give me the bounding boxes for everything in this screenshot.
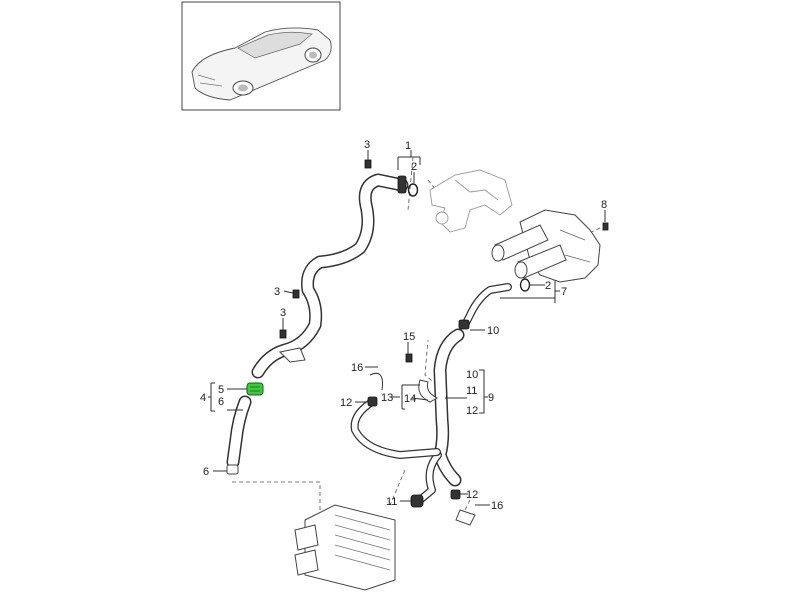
callout-16: 16 <box>351 362 363 374</box>
o-ring[interactable] <box>407 183 419 197</box>
callout-2: 2 <box>411 161 417 173</box>
callout-10: 10 <box>487 325 499 337</box>
callout-8: 8 <box>601 199 607 211</box>
callout-12b: 12 <box>466 405 478 417</box>
coolant-pipe-upper[interactable] <box>251 173 409 379</box>
thermostat-housing[interactable] <box>491 209 601 283</box>
callout-15: 15 <box>403 331 415 343</box>
callout-7: 7 <box>561 286 567 298</box>
callout-9: 9 <box>488 392 494 404</box>
callout-2b: 2 <box>545 280 551 292</box>
coolant-pipe-right[interactable] <box>350 278 531 526</box>
vehicle-thumbnail[interactable] <box>181 1 341 111</box>
coolant-hose-lower-left[interactable] <box>226 395 252 475</box>
oil-cooler[interactable] <box>294 504 396 591</box>
callout-6: 6 <box>218 396 224 408</box>
callout-lines <box>208 150 606 506</box>
callout-14: 14 <box>404 393 416 405</box>
callout-16b: 16 <box>491 500 503 512</box>
callout-labels: 3 1 2 8 2 7 3 3 10 15 16 5 4 6 12 13 14 … <box>200 139 607 512</box>
hose-clamp-highlighted[interactable] <box>246 382 264 396</box>
callout-12c: 12 <box>466 489 478 501</box>
callout-4: 4 <box>200 392 206 404</box>
callout-10b: 10 <box>466 369 478 381</box>
callout-1: 1 <box>405 140 411 152</box>
callout-5: 5 <box>218 384 224 396</box>
callout-13: 13 <box>381 392 393 404</box>
callout-3b: 3 <box>274 286 280 298</box>
callout-3c: 3 <box>280 307 286 319</box>
callout-11: 11 <box>466 385 477 397</box>
callout-11b: 11 <box>386 496 397 508</box>
callout-6b: 6 <box>203 466 209 478</box>
callout-3: 3 <box>364 139 370 151</box>
coolant-manifold[interactable] <box>429 169 513 233</box>
callout-12: 12 <box>340 397 352 409</box>
